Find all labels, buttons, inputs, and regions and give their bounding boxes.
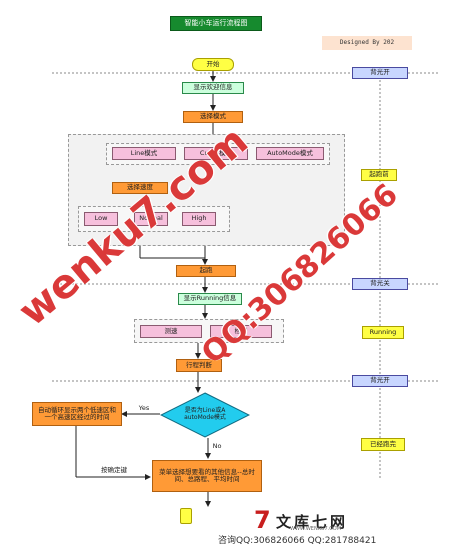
low-speed-option: Low <box>84 212 118 226</box>
automode-option: AutoMode模式 <box>256 147 324 160</box>
high-speed-option: High <box>182 212 216 226</box>
welcome-node: 显示欢迎信息 <box>182 82 244 94</box>
detect-node: 检测 <box>210 325 272 338</box>
normal-speed-option: Normal <box>134 212 168 226</box>
logo-text: 文库七网 <box>276 513 349 531</box>
footer-logo: 7 文库七网 <box>254 506 374 534</box>
side-backlight-on-top: 背光开 <box>352 67 408 79</box>
select-mode-node: 选择模式 <box>183 111 243 123</box>
select-speed-node: 选择速度 <box>112 182 168 194</box>
logo-url: WWW.WENKU7.COM <box>290 526 342 532</box>
designed-by-label: Designed By 202 <box>322 36 412 50</box>
decision-diamond <box>160 392 250 438</box>
yes-label-box: Yes <box>134 404 154 413</box>
side-finished: 已经跑完 <box>361 438 405 451</box>
no-label-box: No <box>210 442 224 451</box>
speed-measure-node: 测速 <box>140 325 202 338</box>
start-node: 开始 <box>192 58 234 71</box>
side-start-ready: 起跑前 <box>361 169 397 181</box>
running-info-node: 显示Running信息 <box>178 293 242 305</box>
confirm-key-label: 按确定键 <box>101 466 127 475</box>
line-mode-option: Line模式 <box>112 147 176 160</box>
yes-label: Yes <box>138 403 150 412</box>
side-backlight-on-bottom: 背光开 <box>352 375 408 387</box>
logo-mark: 7 <box>254 506 271 534</box>
curve-mode-option: Curve模式 <box>184 147 248 160</box>
footer-contact: 咨询QQ:306826066 QQ:281788421 <box>218 536 377 546</box>
decision-text: 是否为Line或A autoMode模式 <box>184 407 226 421</box>
travel-judge-node: 行程判断 <box>176 359 222 372</box>
no-label: No <box>212 441 222 450</box>
side-running: Running <box>362 326 404 339</box>
run-node: 起跑 <box>176 265 236 277</box>
chart-title: 智能小车运行流程图 <box>170 16 262 31</box>
loop-display-node: 自动循环显示两个低速区和一个高速区经过的时间 <box>32 402 122 426</box>
side-backlight-off: 背光关 <box>352 278 408 290</box>
end-node <box>180 508 192 524</box>
other-info-node: 菜单选择想要看的其他信息--总时间、总路程、平均时间 <box>152 460 262 492</box>
